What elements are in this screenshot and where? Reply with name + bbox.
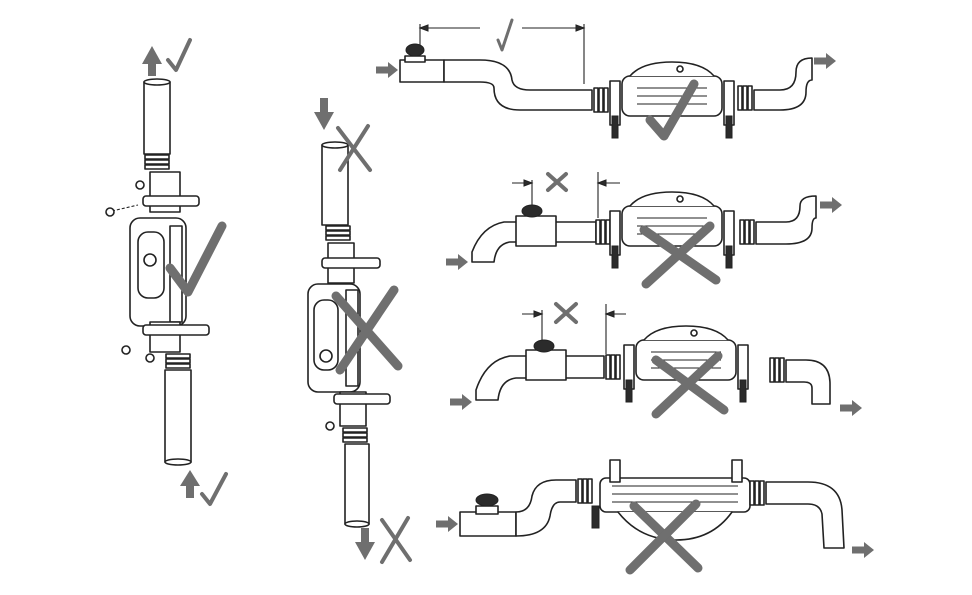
outlet-union: [144, 154, 170, 170]
flow-down-arrow: [355, 528, 375, 560]
lower-clamp: [333, 393, 391, 405]
check-icon: [496, 18, 514, 52]
check-icon: [200, 472, 228, 506]
inlet-pipe: [459, 511, 517, 537]
cross-icon: [554, 302, 578, 324]
inlet-pipe: [321, 144, 349, 226]
inlet-union: [605, 354, 621, 380]
riser-loop-pipe: [443, 59, 593, 111]
valve-handle: [533, 339, 555, 353]
cross-icon: [336, 124, 372, 172]
flow-in-arrow: [446, 254, 468, 270]
inlet-union: [593, 87, 609, 113]
outlet-pipe: [755, 195, 817, 245]
cross-icon: [380, 516, 412, 564]
vertical-flow-down-installation: [307, 98, 412, 564]
upper-clamp: [321, 257, 381, 269]
outlet-pipe: [765, 481, 845, 549]
outlet-union: [737, 85, 753, 111]
flow-out-arrow: [852, 542, 874, 558]
inlet-union: [595, 219, 611, 245]
flow-down-arrow: [314, 98, 334, 130]
horizontal-low-inlet-short-installation: [446, 172, 842, 289]
screw: [135, 180, 145, 190]
inlet-union: [165, 353, 191, 369]
inlet-pipe: [164, 369, 192, 463]
valve-handle: [475, 493, 499, 507]
flow-up-arrow: [142, 46, 162, 76]
riser-pipe: [515, 479, 577, 537]
screw: [325, 421, 335, 431]
flow-in-arrow: [436, 516, 458, 532]
check-icon: [645, 79, 699, 141]
outlet-union: [769, 357, 785, 383]
flow-out-arrow: [820, 197, 842, 213]
valve-handle: [405, 43, 425, 57]
lower-clamp: [142, 324, 210, 336]
vertical-flow-up-installation: [105, 38, 228, 506]
check-icon: [166, 38, 192, 72]
horizontal-low-inlet-long-installation: [450, 302, 862, 419]
cross-icon: [546, 172, 568, 192]
check-icon: [165, 221, 227, 297]
flow-in-arrow: [450, 394, 472, 410]
screw: [105, 207, 115, 217]
outlet-pipe: [344, 443, 370, 525]
outlet-pipe: [785, 359, 831, 405]
outlet-union: [749, 480, 765, 506]
valve-handle: [521, 204, 543, 218]
outlet-union: [342, 427, 368, 443]
inlet-union: [577, 478, 593, 504]
upper-clamp: [142, 195, 200, 207]
flow-out-arrow: [840, 400, 862, 416]
horizontal-raised-loop-installation: [376, 18, 836, 141]
cross-icon: [625, 499, 703, 575]
flow-out-arrow: [814, 53, 836, 69]
cross-icon: [651, 351, 729, 419]
cross-icon: [331, 285, 403, 375]
outlet-pipe: [753, 57, 813, 111]
screw: [145, 353, 155, 363]
cross-icon: [639, 221, 721, 289]
screw: [121, 345, 131, 355]
inlet-pipe: [399, 59, 445, 83]
flow-in-arrow: [376, 62, 398, 78]
inlet-union: [325, 225, 351, 241]
horizontal-inverted-installation: [436, 459, 874, 575]
outlet-union: [739, 219, 755, 245]
flow-up-arrow: [180, 470, 200, 498]
outlet-pipe: [143, 81, 171, 155]
